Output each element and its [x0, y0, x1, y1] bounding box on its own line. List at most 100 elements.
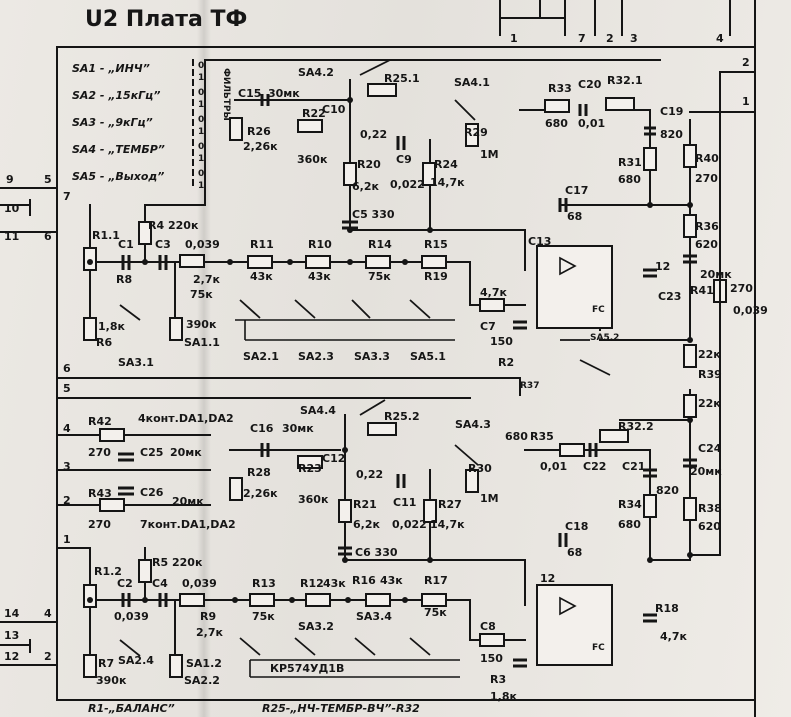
r25-1 — [367, 83, 397, 97]
svg-text:2,26к: 2,26к — [243, 487, 278, 500]
svg-text:R40: R40 — [695, 152, 719, 165]
svg-text:C6 330: C6 330 — [355, 546, 398, 559]
r42 — [99, 428, 125, 442]
svg-text:680: 680 — [618, 173, 641, 186]
svg-text:R13: R13 — [252, 577, 276, 590]
svg-text:43к: 43к — [380, 574, 403, 587]
svg-text:6,2к: 6,2к — [352, 180, 379, 193]
legend-sa3: SA3 - „9кГц” — [72, 116, 153, 129]
svg-text:C24: C24 — [698, 442, 722, 455]
svg-text:360к: 360к — [298, 493, 329, 506]
svg-text:FC: FC — [592, 305, 605, 315]
legend-filters-label: ФИЛЬТРЫ — [221, 68, 231, 121]
r29 — [465, 123, 479, 147]
r6 — [169, 317, 183, 341]
legend-sa1: SA1 - „ИНЧ” — [72, 62, 150, 75]
top-pin-4: 4 — [716, 32, 724, 45]
svg-text:4,7к: 4,7к — [480, 286, 507, 299]
r5 — [138, 559, 152, 583]
svg-text:R38: R38 — [698, 502, 722, 515]
svg-text:4: 4 — [63, 422, 71, 435]
channel-2: FC 12 — [56, 269, 722, 703]
svg-text:R28: R28 — [247, 466, 271, 479]
svg-text:1: 1 — [198, 100, 204, 110]
r34 — [643, 494, 657, 518]
svg-text:14,7к: 14,7к — [430, 518, 465, 531]
r8 — [179, 254, 205, 268]
r32-1 — [605, 97, 635, 111]
switch-legend: SA1 - „ИНЧ” SA2 - „15кГц” SA3 - „9кГц” S… — [72, 59, 231, 191]
svg-text:14: 14 — [4, 607, 20, 620]
r13 — [249, 593, 275, 607]
svg-text:C23: C23 — [658, 290, 681, 303]
svg-text:R15: R15 — [424, 238, 448, 251]
r25-2 — [367, 422, 397, 436]
svg-text:R18: R18 — [655, 602, 679, 615]
svg-text:1,8к: 1,8к — [490, 690, 517, 703]
svg-text:C3: C3 — [155, 238, 171, 251]
svg-text:R34: R34 — [618, 498, 642, 511]
svg-text:4: 4 — [44, 607, 52, 620]
svg-text:C4: C4 — [152, 577, 168, 590]
svg-text:270: 270 — [695, 172, 718, 185]
svg-text:R24: R24 — [434, 158, 458, 171]
svg-text:1: 1 — [742, 95, 750, 108]
svg-text:20мк: 20мк — [690, 465, 722, 478]
svg-text:390к: 390к — [96, 674, 127, 687]
svg-text:270: 270 — [730, 282, 753, 295]
svg-text:1,8к: 1,8к — [98, 320, 125, 333]
channel-1: FC C13 — [83, 59, 768, 410]
svg-text:0,022: 0,022 — [390, 178, 425, 191]
svg-text:11: 11 — [4, 230, 19, 243]
svg-text:C9: C9 — [396, 153, 412, 166]
svg-text:R17: R17 — [424, 574, 448, 587]
svg-text:6: 6 — [63, 362, 71, 375]
r12 — [305, 593, 331, 607]
svg-text:R19: R19 — [424, 270, 448, 283]
svg-text:0,039: 0,039 — [185, 238, 220, 251]
top-pin-2: 2 — [606, 32, 614, 45]
svg-text:1: 1 — [198, 154, 204, 164]
svg-text:SA3.1: SA3.1 — [118, 356, 154, 369]
svg-text:75к: 75к — [424, 606, 447, 619]
svg-text:13: 13 — [4, 629, 19, 642]
svg-text:R33: R33 — [548, 82, 572, 95]
svg-text:R27: R27 — [438, 498, 462, 511]
svg-text:C19: C19 — [660, 105, 683, 118]
svg-text:R12: R12 — [300, 577, 324, 590]
svg-text:3: 3 — [63, 460, 71, 473]
junction-dots — [87, 97, 693, 603]
svg-text:0: 0 — [198, 88, 204, 98]
svg-text:SA1.2: SA1.2 — [186, 657, 222, 670]
svg-text:R39: R39 — [698, 368, 722, 381]
svg-text:150: 150 — [490, 335, 513, 348]
svg-text:SA4.1: SA4.1 — [454, 76, 490, 89]
r23 — [297, 455, 323, 469]
svg-text:4конт.DA1,DA2: 4конт.DA1,DA2 — [138, 412, 234, 425]
svg-text:14,7к: 14,7к — [430, 176, 465, 189]
svg-text:4,7к: 4,7к — [660, 630, 687, 643]
svg-text:SA4.3: SA4.3 — [455, 418, 491, 431]
svg-text:R9: R9 — [200, 610, 216, 623]
r30 — [465, 469, 479, 493]
r9 — [179, 593, 205, 607]
svg-text:R25.1: R25.1 — [384, 72, 420, 85]
footer-tone-label: R25-„НЧ-ТЕМБР-ВЧ”-R32 — [262, 702, 420, 715]
svg-text:6: 6 — [44, 230, 52, 243]
svg-text:22к: 22к — [698, 397, 721, 410]
legend-sa4: SA4 - „ТЕМБР” — [72, 143, 165, 156]
svg-text:820: 820 — [660, 128, 683, 141]
top-pin-1: 1 — [510, 32, 518, 45]
svg-text:75к: 75к — [368, 270, 391, 283]
svg-text:C18: C18 — [565, 520, 588, 533]
svg-text:R3: R3 — [490, 673, 506, 686]
svg-text:820: 820 — [656, 484, 679, 497]
svg-text:R6: R6 — [96, 336, 112, 349]
svg-text:C26: C26 — [140, 486, 164, 499]
svg-text:0,01: 0,01 — [540, 460, 567, 473]
svg-text:R1.1: R1.1 — [92, 229, 120, 242]
svg-text:C11: C11 — [393, 496, 416, 509]
r21 — [338, 499, 352, 523]
svg-text:R11: R11 — [250, 238, 274, 251]
